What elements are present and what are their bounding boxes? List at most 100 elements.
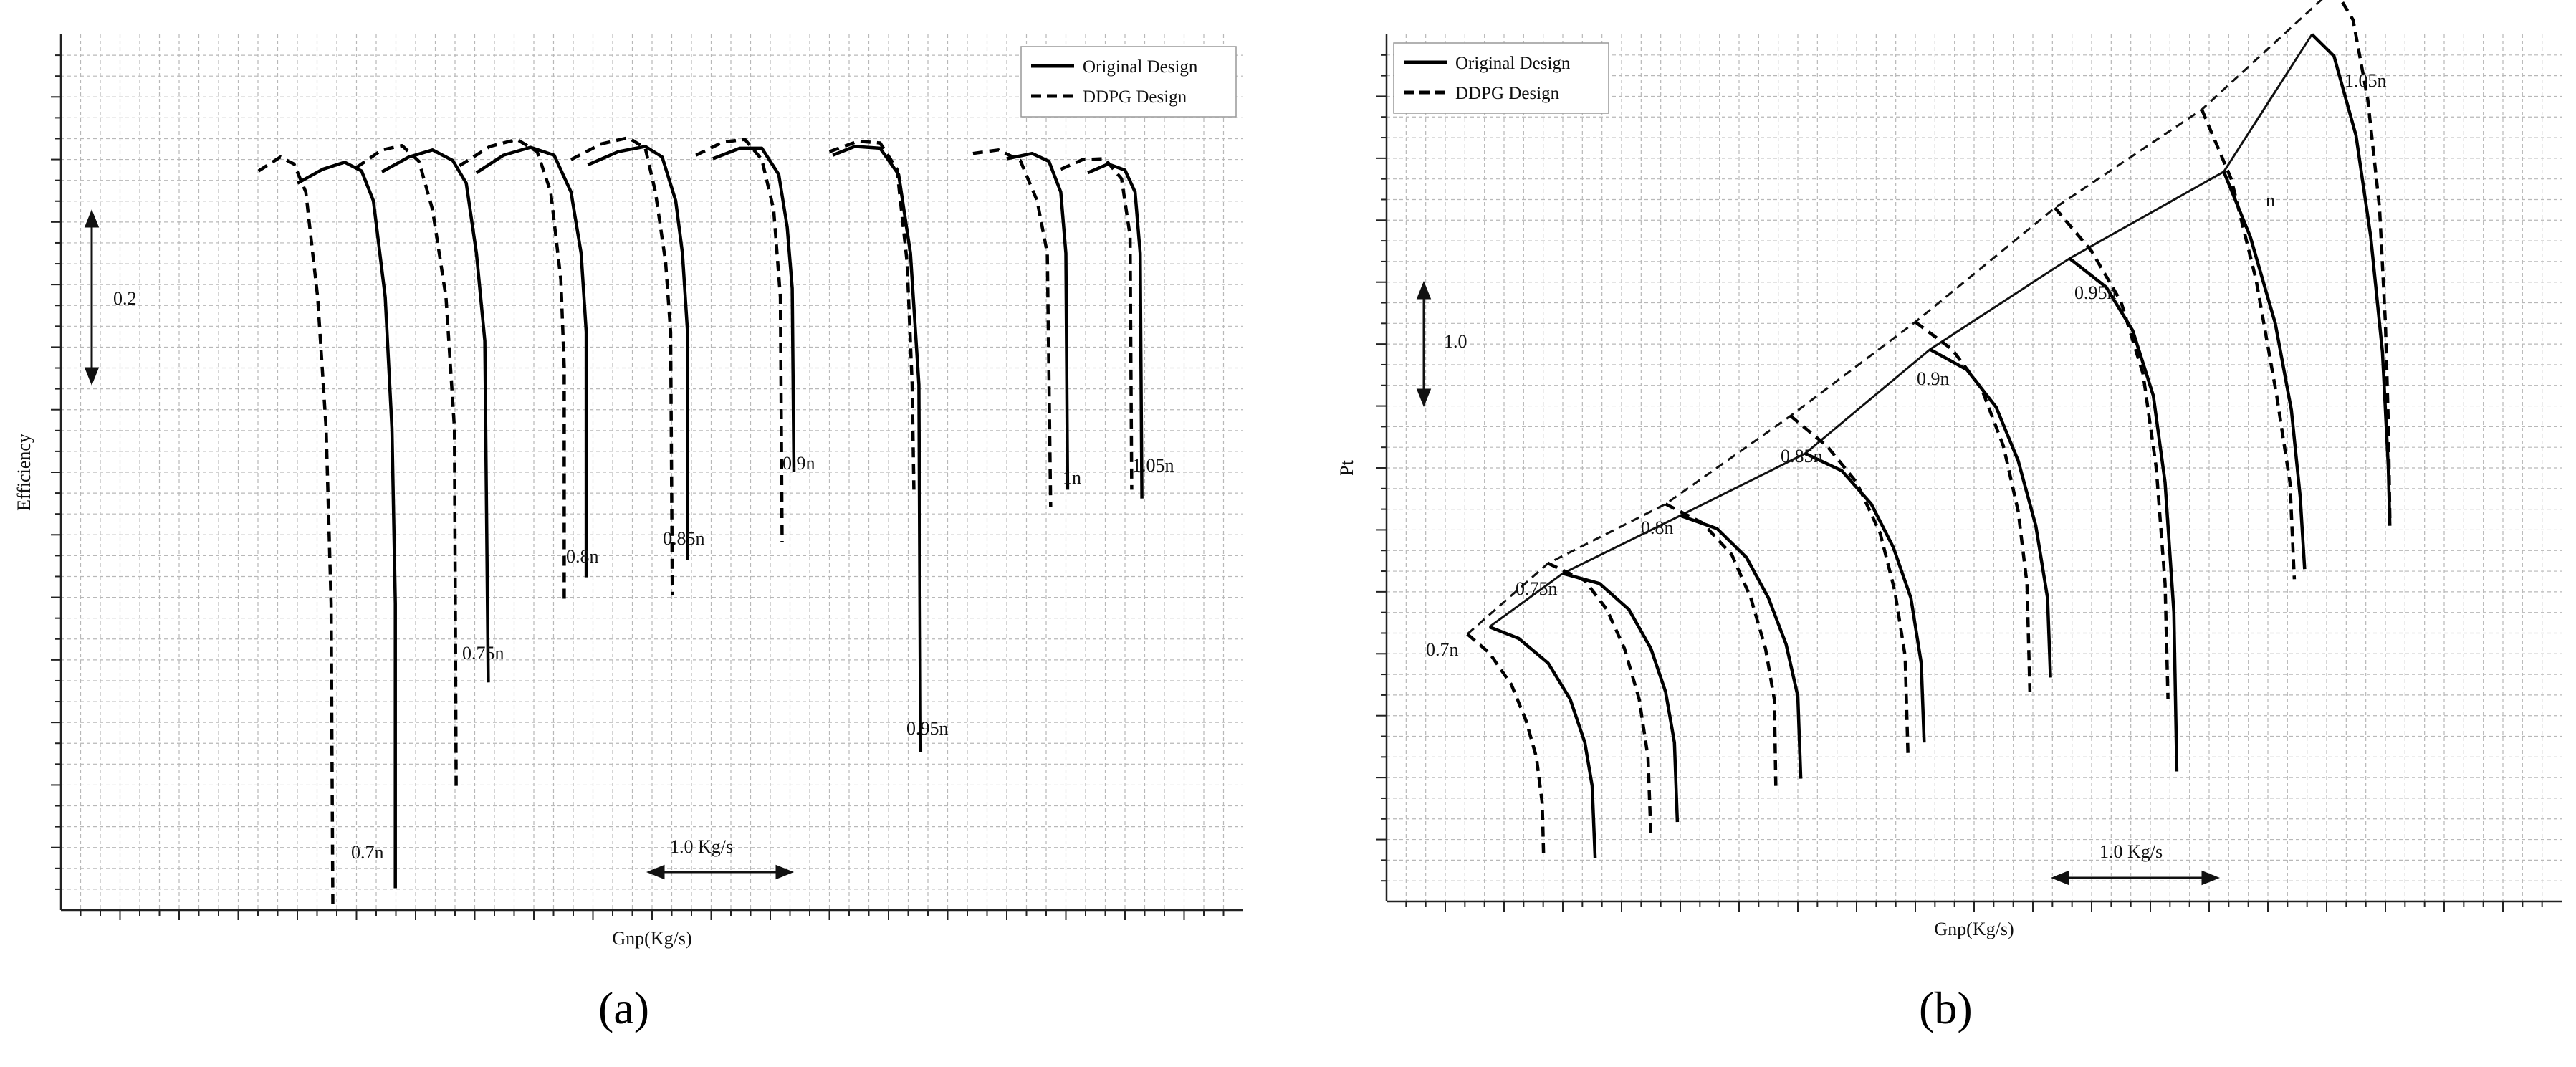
speed-line-0.85n: 0.85n — [1781, 414, 1926, 757]
speed-line-label: 0.85n — [663, 528, 705, 549]
series-ddpg-line — [257, 155, 335, 906]
series-original-line — [2222, 171, 2307, 570]
y-scale-bar-label: 1.0 — [1444, 331, 1467, 352]
series-ddpg-line — [1789, 414, 1910, 757]
speed-line-label: 0.9n — [782, 453, 815, 474]
series-original-line — [1006, 151, 1070, 490]
speed-line-0.7n: 0.7n — [1426, 625, 1597, 858]
speed-line-label: n — [2266, 190, 2275, 211]
y-scale-bar — [84, 209, 100, 386]
speed-line-1n: 1n — [972, 148, 1081, 507]
grid — [61, 34, 1243, 910]
panel-label-b: (b) — [1919, 982, 1973, 1033]
axis-ticks — [51, 54, 1225, 920]
legend-box — [1020, 46, 1237, 118]
x-scale-bar-label: 1.0 Kg/s — [670, 836, 733, 857]
series-ddpg-line — [2054, 206, 2170, 699]
panel-label-a: (a) — [598, 982, 650, 1033]
speed-line-label: 0.8n — [566, 546, 599, 567]
arrow-head-icon — [84, 209, 100, 228]
speed-line-label: 0.9n — [1917, 368, 1950, 389]
series-original-line — [587, 145, 689, 560]
series-ddpg-line — [1914, 320, 2032, 692]
arrow-head-icon — [646, 864, 665, 880]
series-original-line — [1488, 625, 1597, 858]
series-ddpg-line — [972, 148, 1053, 507]
arrow-head-icon — [1416, 388, 1432, 408]
x-scale-bar — [646, 864, 795, 880]
y-axis-label: Pt — [1336, 459, 1357, 475]
speed-line-0.75n: 0.75n — [1516, 562, 1680, 837]
speed-line-label: 1.05n — [1132, 455, 1174, 476]
series-ddpg-line — [1060, 157, 1134, 490]
speed-line-0.95n: 0.95n — [828, 139, 949, 753]
series-ddpg-line — [570, 135, 674, 595]
series-ddpg-line — [695, 138, 784, 542]
speed-line-label: 0.95n — [2074, 282, 2117, 303]
series-original-line — [2068, 257, 2179, 772]
speed-line-1.05n: 1.05n — [2310, 0, 2392, 526]
series-original-line — [296, 161, 397, 889]
series-original-line — [475, 145, 588, 578]
series-original-line — [712, 146, 796, 473]
series-ddpg-line — [355, 143, 458, 788]
y-scale-bar-label: 0.2 — [113, 288, 137, 309]
speed-line-0.7n: 0.7n — [257, 155, 397, 906]
x-scale-bar — [2050, 870, 2221, 886]
arrow-head-icon — [775, 864, 795, 880]
series-ddpg-line — [2339, 0, 2392, 519]
series-ddpg-line — [828, 139, 916, 490]
speed-line-0.95n: 0.95n — [2054, 206, 2179, 772]
series-ddpg-line — [1466, 633, 1546, 858]
y-axis-label: Efficiency — [14, 434, 34, 511]
series-original-line — [1680, 514, 1803, 779]
arrow-head-icon — [84, 367, 100, 386]
series-original-line — [1087, 162, 1144, 499]
series-original-line — [1804, 451, 1926, 743]
speed-line-label: 0.7n — [1426, 639, 1459, 660]
legend-entry: DDPG Design — [1455, 84, 1560, 103]
y-scale-bar — [1416, 280, 1432, 408]
series-original-line — [1562, 572, 1680, 823]
speed-line-label: 0.75n — [1516, 578, 1558, 599]
legend-box — [1393, 42, 1609, 114]
speed-line-0.9n: 0.9n — [1914, 320, 2052, 692]
series-ddpg-line — [459, 138, 566, 604]
surge-line-original — [1488, 34, 2313, 628]
chart-panel-a: Gnp(Kg/s) Efficiency 0.2 1.0 Kg/s 0.7n 0.75n 0… — [14, 34, 1243, 949]
legend-entry: Original Design — [1083, 57, 1198, 77]
chart-panel-b: Gnp(Kg/s) Pt 1.0 1.0 Kg/s 0.7n 0.75n 0.8n 0.85n… — [1336, 0, 2562, 939]
speed-line-n: n — [2200, 109, 2307, 580]
speed-line-0.75n: 0.75n — [355, 143, 504, 788]
legend-entry: DDPG Design — [1083, 87, 1187, 107]
speed-line-label: 0.7n — [351, 842, 384, 863]
speed-line-label: 0.95n — [906, 718, 949, 739]
speed-line-label: 0.8n — [1641, 517, 1674, 538]
series-ddpg-line — [1547, 562, 1653, 837]
surge-line-ddpg — [1466, 0, 2323, 636]
arrow-head-icon — [2050, 870, 2069, 886]
x-scale-bar-label: 1.0 Kg/s — [2099, 841, 2163, 862]
arrow-head-icon — [1416, 280, 1432, 300]
speed-line-0.85n: 0.85n — [570, 135, 705, 595]
speed-line-label: 0.75n — [462, 643, 504, 664]
axis-ticks — [1376, 54, 2543, 912]
speed-line-0.9n: 0.9n — [695, 138, 815, 542]
speed-line-1.05n: 1.05n — [1060, 157, 1174, 499]
grid — [1387, 34, 2562, 901]
speed-line-0.8n: 0.8n — [1641, 502, 1803, 786]
x-axis-label: Gnp(Kg/s) — [612, 928, 691, 949]
speed-line-0.8n: 0.8n — [459, 138, 599, 604]
legend-entry: Original Design — [1455, 54, 1571, 73]
series-ddpg-line — [2200, 109, 2297, 580]
speed-line-label: 1n — [1063, 467, 1081, 488]
speed-line-label: 1.05n — [2345, 70, 2387, 91]
speed-line-label: 0.85n — [1781, 446, 1823, 466]
x-axis-label: Gnp(Kg/s) — [1934, 919, 2014, 939]
arrow-head-icon — [2201, 870, 2221, 886]
series-ddpg-line — [1665, 502, 1778, 786]
